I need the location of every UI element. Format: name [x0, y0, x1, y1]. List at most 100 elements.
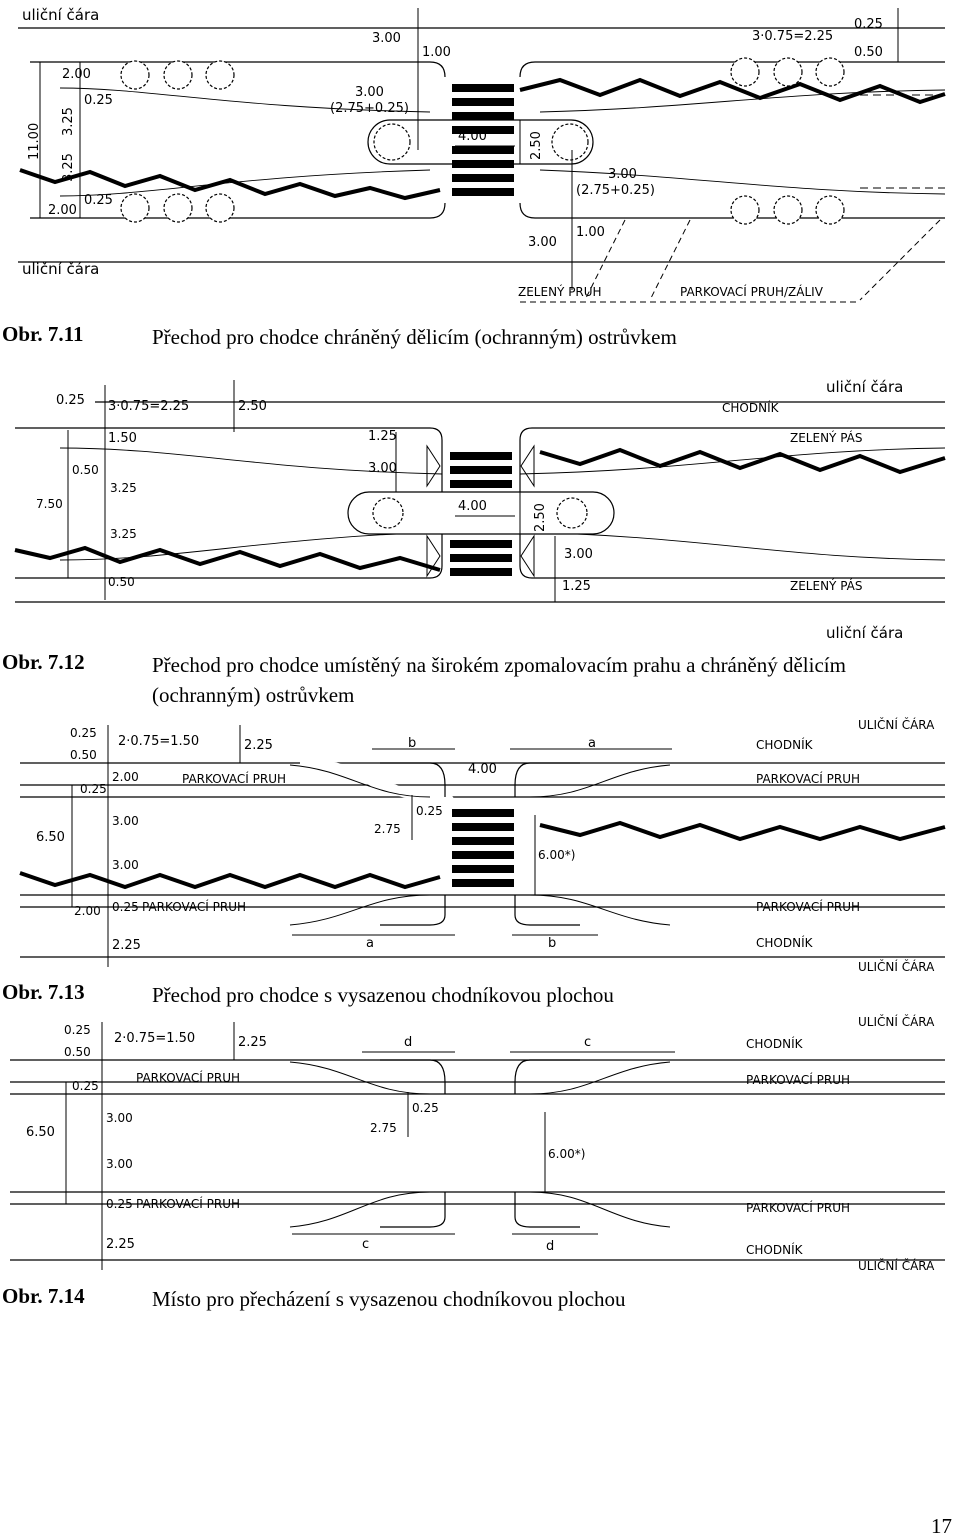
- page-number: 17: [931, 1514, 952, 1538]
- dim-label: 3·0.75=2.25: [752, 29, 833, 44]
- street-line-label-top: ULIČNÍ ČÁRA: [858, 1014, 935, 1029]
- dim-label: 2.25: [106, 1237, 135, 1252]
- figure-7-11-diagram: uliční čára uliční čára: [18, 6, 946, 303]
- dim-label: c: [362, 1237, 369, 1252]
- dim-label: d: [404, 1035, 412, 1050]
- dim-label: 0.50: [64, 1045, 91, 1059]
- sidewalk-label-bottom: CHODNÍK: [756, 935, 814, 950]
- dim-label: 0.50: [72, 463, 99, 477]
- figure-caption: Přechod pro chodce s vysazenou chodníkov…: [152, 983, 614, 1007]
- dim-label: 2.75: [374, 822, 401, 836]
- dim-label: 0.25: [64, 1023, 91, 1037]
- street-line-label-bottom: uliční čára: [22, 260, 99, 278]
- dim-label: 2.25: [244, 738, 273, 753]
- dim-label: 4.00: [458, 129, 487, 144]
- dim-label: 3.25: [61, 107, 76, 136]
- sidewalk-label-bottom: CHODNÍK: [746, 1242, 804, 1257]
- dim-label: 3.00: [368, 461, 397, 476]
- dim-label: 2.25: [112, 938, 141, 953]
- street-line-label-top: uliční čára: [22, 6, 99, 24]
- figure-7-14-caption: Obr. 7.14 Místo pro přecházení s vysazen…: [0, 1284, 960, 1318]
- dim-label: 1.50: [108, 431, 137, 446]
- street-line-label-bottom: uliční čára: [826, 624, 903, 642]
- dim-label: 0.25: [854, 17, 883, 32]
- dim-label: 2.75: [370, 1121, 397, 1135]
- figure-7-13-diagram: ULIČNÍ ČÁRA ULIČNÍ ČÁRA CHODNÍK CHODNÍK …: [19, 717, 946, 974]
- dim-label: 2.00: [74, 904, 101, 918]
- dim-label: 2.00: [62, 67, 91, 82]
- dim-label: 2·0.75=1.50: [114, 1031, 195, 1046]
- dim-label: 0.50: [70, 748, 97, 762]
- dim-label: 4.00: [468, 762, 497, 777]
- dim-label: (2.75+0.25): [330, 101, 409, 116]
- figure-7-12-diagram: uliční čára uliční čára CHODNÍK ZELENÝ P…: [14, 378, 946, 642]
- parking-label: PARKOVACÍ PRUH: [756, 899, 860, 914]
- crosswalk-stripes: [450, 452, 512, 576]
- figure-number: Obr. 7.14: [2, 1284, 85, 1308]
- dim-label: 2.50: [533, 503, 548, 532]
- figure-number: Obr. 7.11: [2, 322, 84, 346]
- parking-label: PARKOVACÍ PRUH: [136, 1196, 240, 1211]
- dim-label: 0.25: [84, 93, 113, 108]
- dim-label: 2·0.75=1.50: [118, 734, 199, 749]
- tree-symbols: [120, 57, 845, 225]
- dim-label: 3.00: [528, 235, 557, 250]
- dim-label: 3.25: [110, 527, 137, 541]
- dim-label: 3.00: [112, 858, 139, 872]
- green-strip-label-top: ZELENÝ PÁS: [790, 430, 863, 445]
- figure-7-11-caption: Obr. 7.11 Přechod pro chodce chráněný dě…: [0, 322, 960, 356]
- dim-label: 0.50: [854, 45, 883, 60]
- dim-label: 2.25: [238, 1035, 267, 1050]
- dim-label: 3.00: [355, 85, 384, 100]
- dim-label: b: [408, 736, 416, 751]
- crosswalk-stripes: [452, 84, 514, 196]
- dim-label: c: [584, 1035, 591, 1050]
- dim-label: 3.00: [106, 1157, 133, 1171]
- dim-label: 0.25: [112, 900, 139, 914]
- parking-label: PARKOVACÍ PRUH: [136, 1070, 240, 1085]
- dim-label: 1.00: [422, 45, 451, 60]
- street-line-label-top: ULIČNÍ ČÁRA: [858, 717, 935, 732]
- sidewalk-label-top: CHODNÍK: [756, 737, 814, 752]
- dim-label: 3.25: [110, 481, 137, 495]
- green-lane-label: ZELENÝ PRUH: [518, 284, 602, 299]
- parking-label: PARKOVACÍ PRUH: [746, 1200, 850, 1215]
- figure-caption: Místo pro přecházení s vysazenou chodník…: [152, 1287, 626, 1311]
- dim-label: 3.00: [372, 31, 401, 46]
- dim-label: 1.00: [576, 225, 605, 240]
- figure-number: Obr. 7.12: [2, 650, 85, 674]
- dim-label: 2.50: [238, 399, 267, 414]
- dim-label: a: [588, 736, 596, 751]
- dim-label: 2.50: [529, 131, 544, 160]
- figure-7-14-diagram: ULIČNÍ ČÁRA ULIČNÍ ČÁRA CHODNÍK CHODNÍK …: [10, 1014, 945, 1273]
- parking-label: PARKOVACÍ PRUH: [142, 899, 246, 914]
- dim-label: 0.25: [412, 1101, 439, 1115]
- street-line-label-top: uliční čára: [826, 378, 903, 396]
- dim-label: 1.25: [368, 429, 397, 444]
- dim-label: 0.25: [72, 1079, 99, 1093]
- parking-label: PARKOVACÍ PRUH/ZÁLIV: [680, 284, 824, 299]
- dim-label: 3·0.75=2.25: [108, 399, 189, 414]
- dim-label: 6.00*): [548, 1147, 585, 1161]
- figure-caption: Přechod pro chodce umístěný na širokém z…: [152, 653, 846, 707]
- dim-label: 2.00: [48, 203, 77, 218]
- dim-label: 0.25: [80, 782, 107, 796]
- dim-label: a: [366, 936, 374, 951]
- dim-label: 6.50: [36, 830, 65, 845]
- dim-label: 0.50: [108, 575, 135, 589]
- dim-label: 6.00*): [538, 848, 575, 862]
- dim-label: 0.25: [70, 726, 97, 740]
- parking-label: PARKOVACÍ PRUH: [182, 771, 286, 786]
- dim-label: 3.25: [61, 153, 76, 182]
- dim-label: 7.50: [36, 497, 63, 511]
- dim-label: d: [546, 1239, 554, 1254]
- parking-label: PARKOVACÍ PRUH: [746, 1072, 850, 1087]
- dim-label: 3.00: [106, 1111, 133, 1125]
- green-strip-label-bottom: ZELENÝ PÁS: [790, 578, 863, 593]
- dim-label: 0.25: [56, 393, 85, 408]
- street-line-label-bottom: ULIČNÍ ČÁRA: [858, 959, 935, 974]
- dim-label: 3.00: [112, 814, 139, 828]
- street-line-label-bottom: ULIČNÍ ČÁRA: [858, 1258, 935, 1273]
- tree-symbols: [372, 497, 588, 529]
- dim-label: 0.25: [106, 1197, 133, 1211]
